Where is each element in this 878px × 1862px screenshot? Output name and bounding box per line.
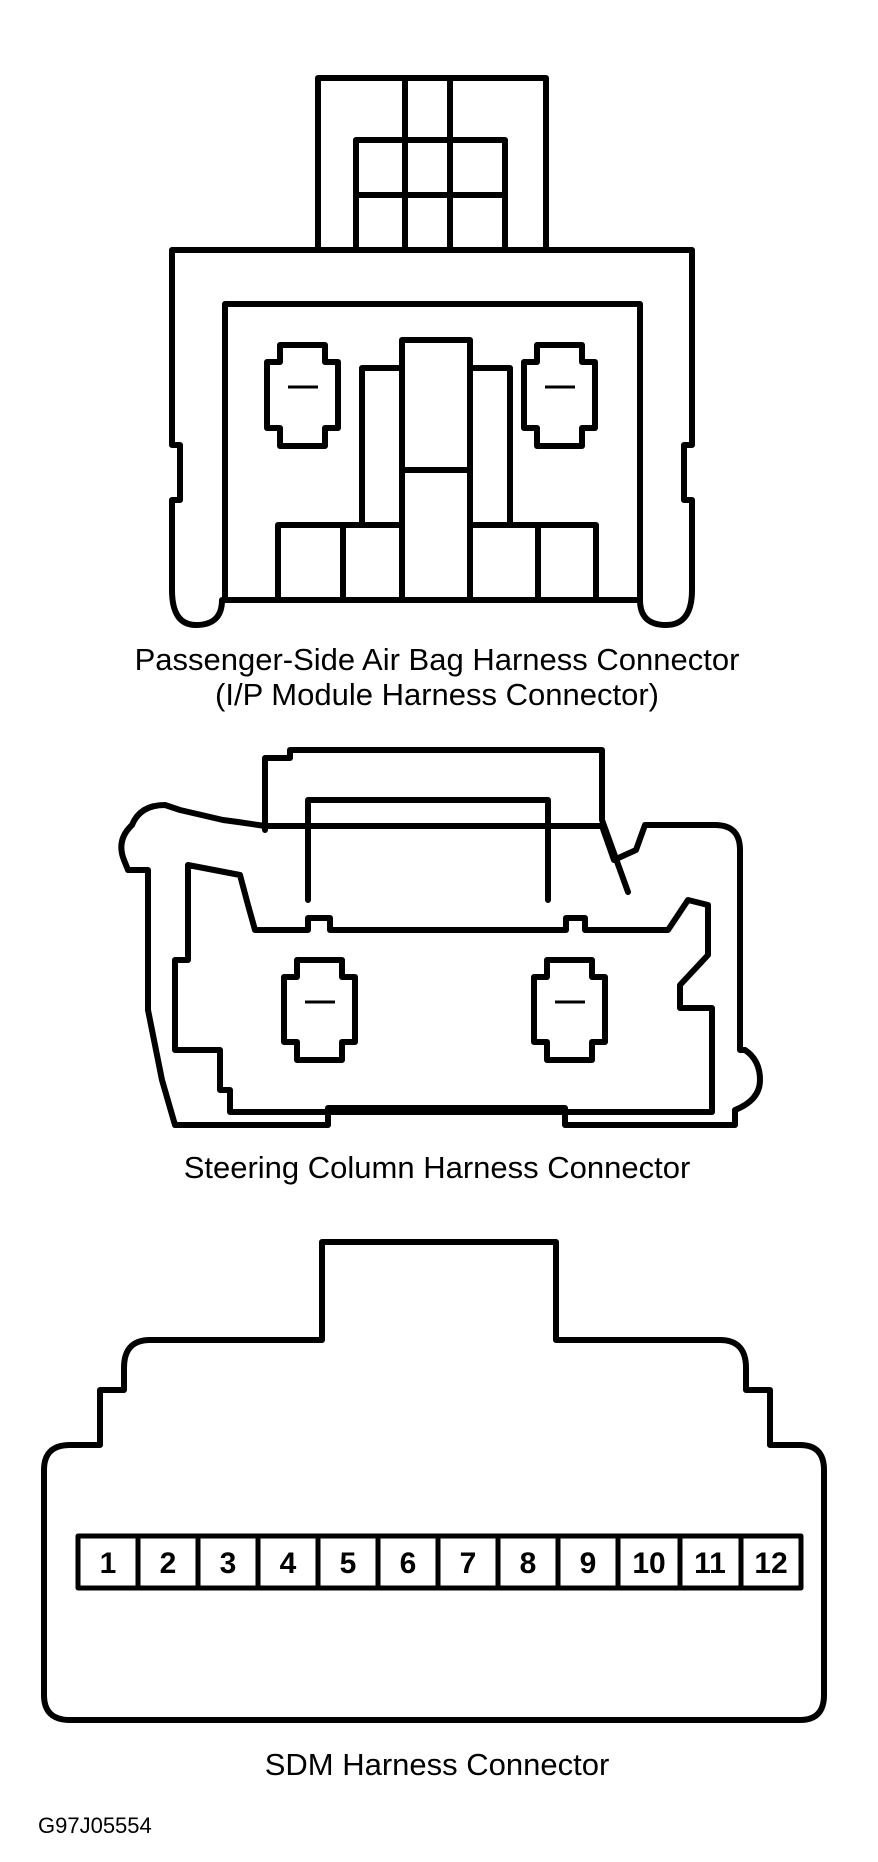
- sdm-pin-1: 1: [100, 1547, 117, 1580]
- passenger-cavity: [222, 301, 643, 603]
- steering-terminal-left-mark: —: [305, 984, 335, 1017]
- sdm-pin-5: 5: [340, 1547, 357, 1580]
- steering-latch: [262, 747, 631, 895]
- sdm-pin-4: 4: [280, 1547, 297, 1580]
- sdm-caption: SDM Harness Connector: [265, 1747, 610, 1782]
- sdm-pin-6: 6: [400, 1547, 417, 1580]
- steering-connector: — —: [118, 747, 763, 1128]
- passenger-connector: — —: [169, 75, 695, 628]
- passenger-center-key: [399, 337, 473, 603]
- sdm-pin-11: 11: [694, 1547, 726, 1580]
- sdm-housing: [41, 1239, 827, 1723]
- passenger-caption-line1: Passenger-Side Air Bag Harness Connector: [135, 642, 740, 677]
- sdm-connector: 1 2 3 4 5 6 7 8 9 10 11 12: [41, 1239, 827, 1723]
- sdm-pin-9: 9: [580, 1547, 597, 1580]
- sdm-pin-12: 12: [754, 1547, 787, 1580]
- steering-caption: Steering Column Harness Connector: [184, 1150, 691, 1185]
- passenger-latch-divider: [402, 75, 453, 253]
- passenger-latch-window: [353, 137, 508, 253]
- sdm-pin-2: 2: [160, 1547, 177, 1580]
- passenger-bottom-cells: [275, 522, 599, 603]
- steering-inner-body: [172, 862, 715, 1115]
- steering-terminal-right-mark: —: [555, 984, 585, 1017]
- passenger-terminal-left-mark: —: [288, 369, 318, 402]
- steering-housing: [118, 802, 763, 1128]
- sdm-pin-7: 7: [460, 1547, 477, 1580]
- steering-terminal-right: [531, 957, 608, 1063]
- sdm-pin-labels: 1 2 3 4 5 6 7 8 9 10 11 12: [100, 1547, 788, 1580]
- passenger-latch: [315, 75, 549, 253]
- steering-terminal-left: [281, 957, 358, 1063]
- sdm-pin-3: 3: [220, 1547, 237, 1580]
- sdm-pin-dividers: [135, 1536, 744, 1588]
- passenger-terminal-left: [264, 342, 341, 449]
- sdm-pin-10: 10: [632, 1547, 665, 1580]
- figure-code: G97J05554: [38, 1813, 152, 1838]
- passenger-terminal-right: [521, 342, 598, 449]
- sdm-pin-8: 8: [520, 1547, 537, 1580]
- steering-latch-window: [305, 797, 551, 903]
- passenger-terminal-right-mark: —: [545, 369, 575, 402]
- passenger-side-posts: [359, 365, 513, 528]
- passenger-caption-line2: (I/P Module Harness Connector): [215, 677, 659, 712]
